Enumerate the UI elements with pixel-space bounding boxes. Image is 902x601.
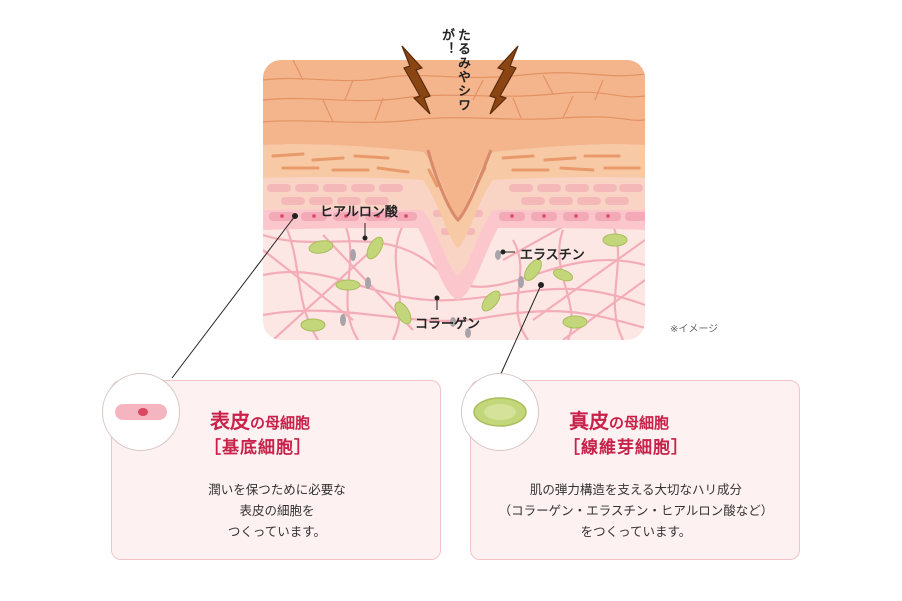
crack-icon [401,45,519,115]
card-title: 真皮の母細胞 [569,409,670,433]
label-elastin: エラスチン [520,248,585,263]
card-body: 肌の弾力構造を支える大切なハリ成分 （コラーゲン・エラスチン・ヒアルロン酸など）… [498,482,774,539]
fibroblast-cells [300,233,628,332]
image-note: ※イメージ [670,324,719,335]
elastin-nodes [340,249,524,338]
card-subtitle: ［線維芽細胞］ [563,438,689,458]
card-body: 潤いを保つために必要な 表皮の細胞を つくっています。 [208,482,346,539]
fibroblast-icon [461,373,539,451]
basal-cell-icon [102,373,180,451]
skin-illustration [263,60,645,340]
card-title: 表皮の母細胞 [210,409,311,433]
card-dermis-stem-cell: 真皮の母細胞 ［線維芽細胞］ 肌の弾力構造を支える大切なハリ成分 （コラーゲン・… [470,380,800,560]
card-subtitle: ［基底細胞］ [204,438,312,458]
wrinkle-exclamation: たるみやシワが！ [439,28,470,112]
card-epidermis-stem-cell: 表皮の母細胞 ［基底細胞］ 潤いを保つために必要な 表皮の細胞を つくっています… [111,380,441,560]
label-hyaluronic-acid: ヒアルロン酸 [320,205,398,220]
skin-cross-section [263,60,645,340]
label-collagen: コラーゲン [415,317,481,332]
